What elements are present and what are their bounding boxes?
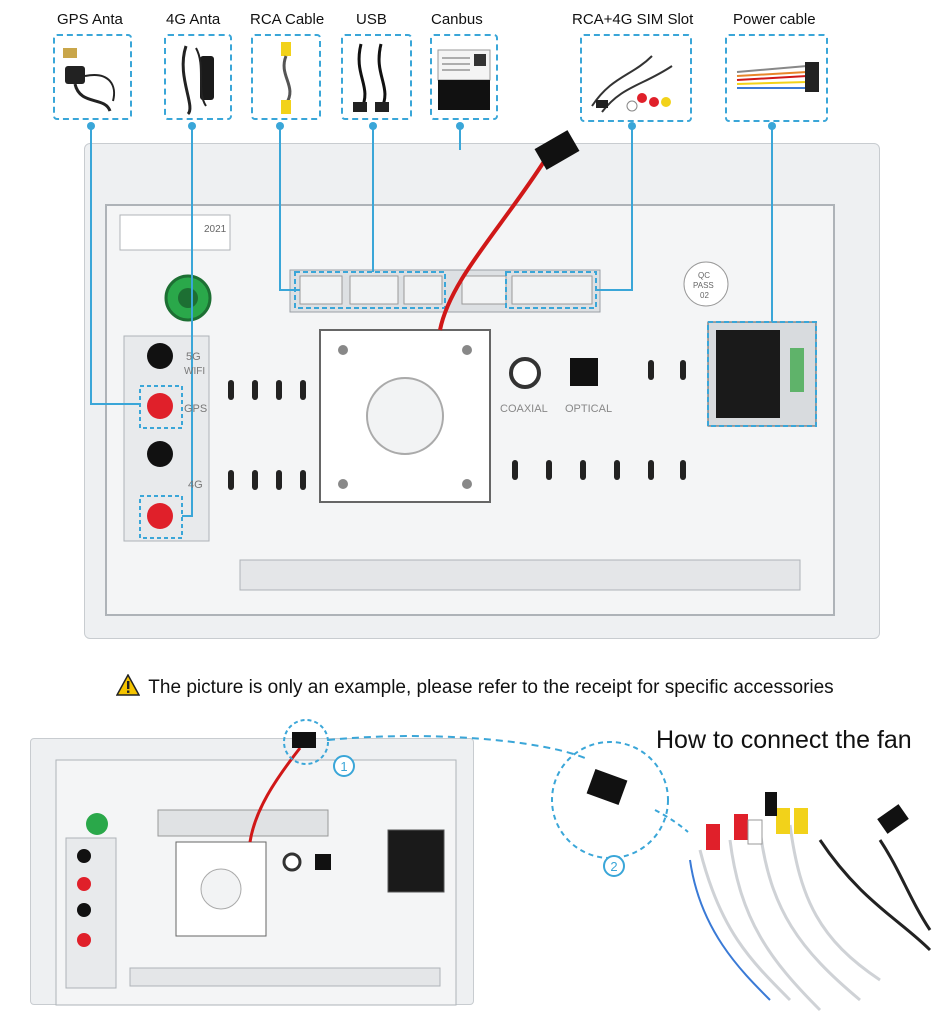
- warning-icon: [116, 673, 141, 702]
- power-callout: [707, 321, 817, 427]
- zoom-link: [327, 735, 586, 759]
- rca-cable-box: [251, 34, 321, 120]
- gps-antenna-icon: [63, 48, 115, 112]
- coaxial-label: COAXIAL: [500, 403, 548, 415]
- step-1-badge: [333, 755, 355, 777]
- rca-sim-slot-box: [580, 34, 692, 122]
- gps-antenna-box: [53, 34, 132, 120]
- rca-connector: [299, 275, 343, 305]
- 4g-port-label: 4G: [188, 479, 203, 491]
- zoom-circle-1: [283, 719, 329, 765]
- power-cable-label: Power cable: [733, 11, 816, 28]
- callout-dots: [87, 122, 776, 130]
- wifi-label: WIFI: [184, 366, 205, 377]
- canbus-box: [430, 34, 498, 120]
- step-2-text: 2: [610, 859, 617, 874]
- chassis-label-plate: [119, 214, 231, 251]
- qc-sticker: [683, 261, 729, 307]
- fan-wire: [438, 158, 547, 331]
- rca-sim-slot-label: RCA+4G SIM Slot: [572, 11, 694, 28]
- gps-port-label: GPS: [184, 403, 207, 415]
- usb-connector-2: [403, 275, 443, 305]
- fan-connection-title: How to connect the fan: [656, 726, 912, 754]
- zoom-plug: [586, 768, 628, 806]
- optical-port: [570, 358, 598, 386]
- qc-number: 02: [700, 291, 709, 300]
- vent-slots: [228, 360, 686, 490]
- usb-connector-1: [349, 275, 399, 305]
- usb-cable-icon: [353, 43, 389, 112]
- step-2-badge: [603, 855, 625, 877]
- main-panel-diagram: 5G WIFI GPS 4G COAXIAL OPTICAL QC PASS 0…: [87, 122, 835, 616]
- 5g-label: 5G: [186, 351, 201, 363]
- power-cable-box: [725, 34, 828, 122]
- optical-label: OPTICAL: [565, 403, 612, 415]
- 4g-antenna-label: 4G Anta: [166, 11, 221, 28]
- 4g-port: [147, 503, 173, 529]
- 4g-antenna-icon: [181, 45, 214, 116]
- power-harness-icon: [736, 62, 819, 92]
- accessories-notice: The picture is only an example, please r…: [0, 673, 950, 702]
- canbus-connector: [461, 275, 507, 305]
- usb-box: [341, 34, 412, 120]
- antenna-port-column: [123, 335, 210, 542]
- pass-label: PASS: [693, 281, 714, 290]
- canbus-label: Canbus: [431, 11, 483, 28]
- small-connector-row: [157, 809, 329, 837]
- year-label: 2021: [204, 224, 227, 235]
- rca-plugs: [706, 792, 909, 850]
- fan-connection-diagram: 1 2: [55, 719, 932, 1012]
- 5g-wifi-port: [147, 343, 173, 369]
- qc-label: QC: [698, 271, 710, 280]
- step-1-text: 1: [340, 759, 347, 774]
- 4g-antenna-box: [164, 34, 232, 120]
- fan-plug: [534, 130, 580, 170]
- callout-lines: [90, 126, 773, 517]
- coaxial-port: [509, 357, 541, 389]
- canbus-module-icon: [437, 49, 491, 110]
- usb-label: USB: [356, 11, 387, 28]
- small-green-connector: [86, 813, 108, 835]
- fan-hub: [366, 377, 444, 455]
- gps-port-callout: [139, 385, 183, 429]
- gps-port: [147, 393, 173, 419]
- gps-antenna-label: GPS Anta: [57, 11, 123, 28]
- black-port: [147, 441, 173, 467]
- notice-text: The picture is only an example, please r…: [148, 677, 834, 698]
- bottom-rail: [239, 559, 801, 591]
- rca-harness: [689, 824, 932, 1012]
- rca-harness-icon: [591, 55, 673, 113]
- rca-cable-icon: [281, 42, 292, 114]
- rca-sim-connector: [511, 275, 593, 305]
- rca-cable-label: RCA Cable: [250, 11, 325, 28]
